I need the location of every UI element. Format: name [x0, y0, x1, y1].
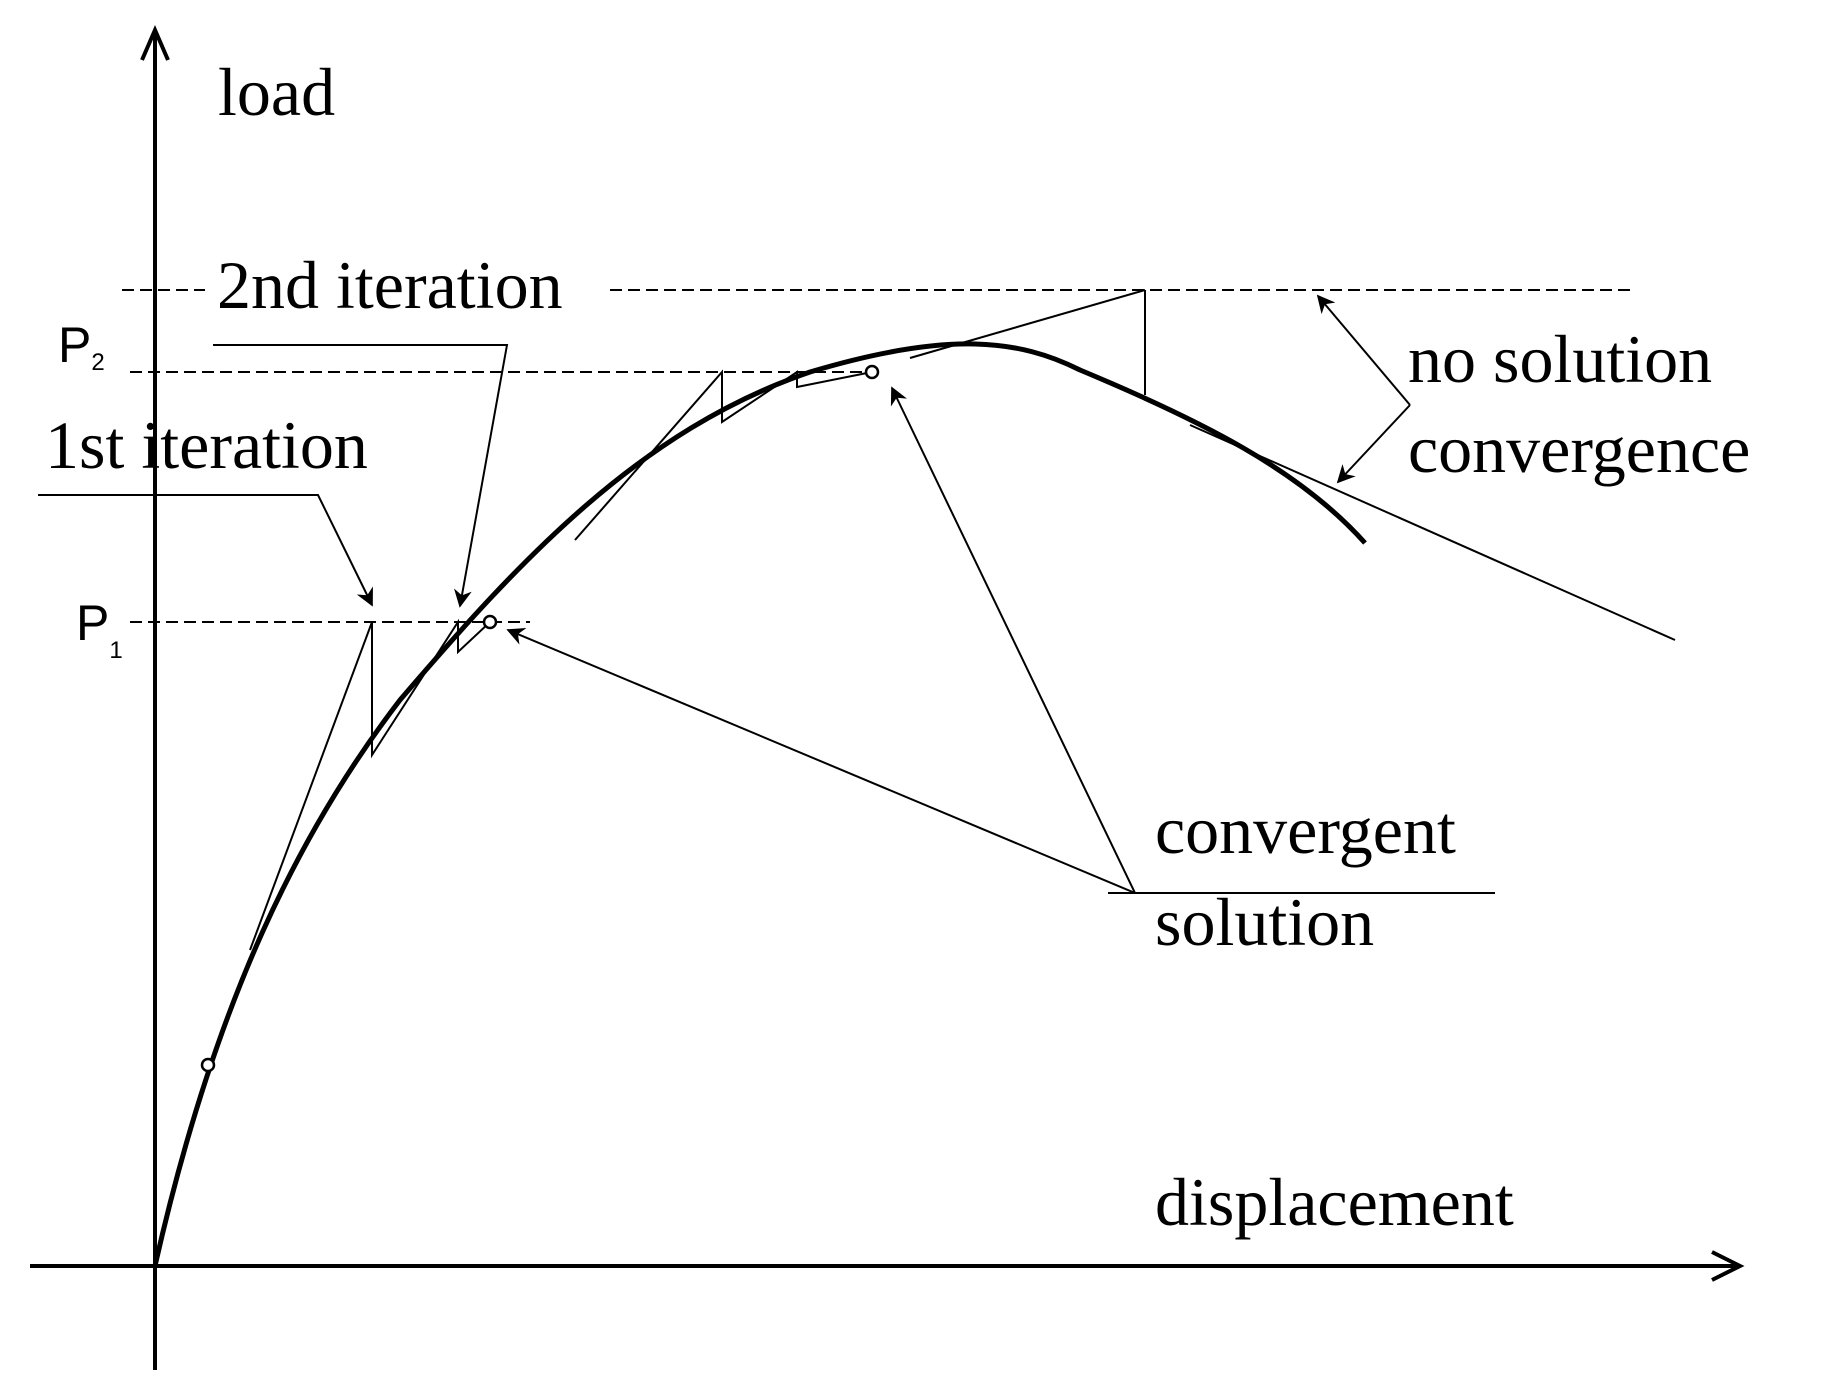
convergent-arrow-to-p2	[890, 386, 1136, 894]
convergent-label-line2: solution	[1155, 884, 1374, 960]
y-axis-arrowhead	[140, 24, 170, 61]
no-solution-tangent-up	[909, 289, 1146, 359]
no-solution-label-line1: no solution	[1408, 321, 1712, 397]
iteration-path-step1	[249, 618, 491, 951]
no-solution-label-line2: convergence	[1408, 411, 1750, 487]
second-iteration-leader	[213, 344, 509, 608]
x-axis-label: displacement	[1155, 1164, 1514, 1240]
convergent-label-line1: convergent	[1155, 792, 1456, 868]
p1-label: P1	[76, 595, 123, 664]
no-solution-tangent-down	[1189, 424, 1676, 641]
iteration-path-step2	[574, 369, 873, 541]
x-axis-arrowhead	[1711, 1250, 1745, 1282]
converged-point-p1	[482, 614, 498, 630]
first-iteration-label: 1st iteration	[45, 407, 368, 483]
converged-point-start	[200, 1057, 216, 1073]
p2-label: P2	[58, 317, 105, 376]
no-solution-arrow-down	[1336, 404, 1411, 484]
y-axis-label: load	[218, 54, 335, 130]
no-solution-arrow-up	[1316, 294, 1411, 406]
load-displacement-curve	[152, 341, 1367, 1267]
second-iteration-label: 2nd iteration	[217, 247, 563, 323]
convergent-arrow-to-p1	[506, 627, 1136, 894]
first-iteration-leader	[38, 494, 373, 607]
converged-point-p2	[864, 364, 880, 380]
